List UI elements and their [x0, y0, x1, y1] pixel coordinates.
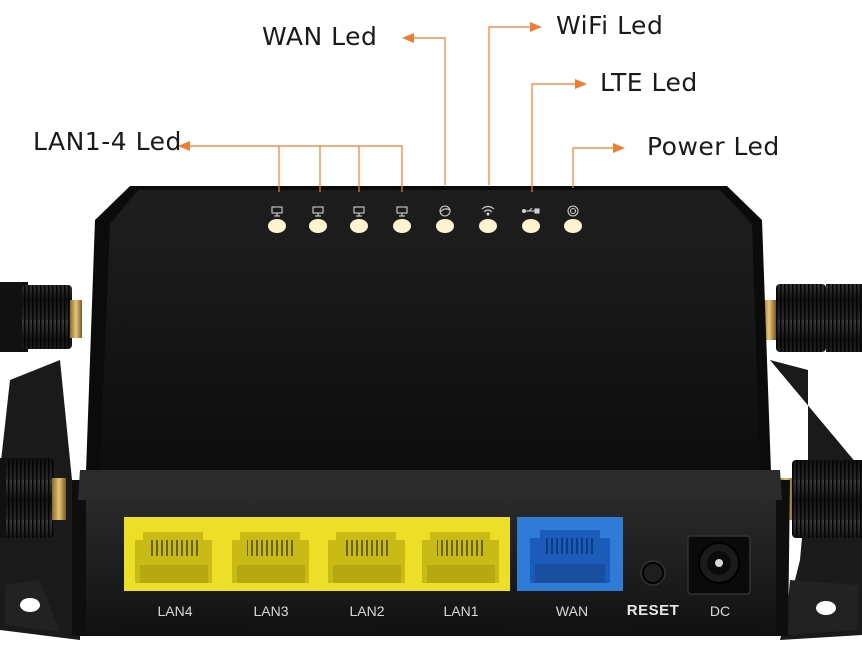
network-icon — [312, 206, 324, 217]
led-bulb — [268, 219, 286, 233]
led-bulb — [522, 219, 540, 233]
antenna-right-upper — [762, 284, 862, 352]
lan-port-4[interactable] — [135, 532, 212, 583]
led-bulb — [309, 219, 327, 233]
port-label-dc: DC — [709, 603, 731, 619]
callout-power-led: Power Led — [647, 132, 780, 161]
led-bulb — [393, 219, 411, 233]
port-label-lan4: LAN4 — [157, 603, 193, 619]
port-label-lan2: LAN2 — [349, 603, 385, 619]
lan-port-1[interactable] — [422, 532, 499, 583]
callout-lan-led: LAN1-4 Led — [33, 127, 182, 156]
globe-icon — [439, 205, 451, 217]
port-label-reset: RESET — [626, 602, 680, 619]
antenna-left-upper — [0, 282, 82, 352]
led-wan — [436, 205, 454, 233]
led-wifi — [479, 205, 497, 233]
lan-port-2[interactable] — [328, 532, 405, 583]
network-icon — [396, 206, 408, 217]
led-lte — [521, 207, 540, 233]
callout-wifi-led: WiFi Led — [556, 11, 664, 40]
callout-lines — [182, 26, 615, 192]
antenna-left-lower — [0, 458, 66, 538]
callout-wan-led: WAN Led — [262, 22, 378, 51]
led-lan4 — [268, 206, 286, 233]
lan-port-block — [124, 517, 510, 591]
led-lan2 — [350, 206, 368, 233]
led-bulb — [350, 219, 368, 233]
port-label-lan1: LAN1 — [443, 603, 479, 619]
usb-icon — [521, 207, 540, 214]
network-icon — [271, 206, 283, 217]
led-lan1 — [393, 206, 411, 233]
callout-lte-led: LTE Led — [600, 68, 698, 97]
led-bulb — [564, 219, 582, 233]
led-bulb — [436, 219, 454, 233]
lan-port-3[interactable] — [232, 532, 309, 583]
port-label-lan3: LAN3 — [253, 603, 289, 619]
led-row — [268, 205, 582, 233]
callout-arrowheads — [178, 22, 625, 153]
power-icon — [567, 205, 579, 217]
led-lan3 — [309, 206, 327, 233]
dc-jack[interactable] — [687, 535, 751, 595]
wan-port[interactable] — [517, 517, 623, 591]
antenna-right-lower — [778, 460, 862, 538]
reset-button[interactable] — [640, 560, 666, 586]
port-label-wan: WAN — [555, 603, 589, 619]
led-power — [564, 205, 582, 233]
led-bulb — [479, 219, 497, 233]
network-icon — [353, 206, 365, 217]
wifi-icon — [481, 205, 495, 216]
